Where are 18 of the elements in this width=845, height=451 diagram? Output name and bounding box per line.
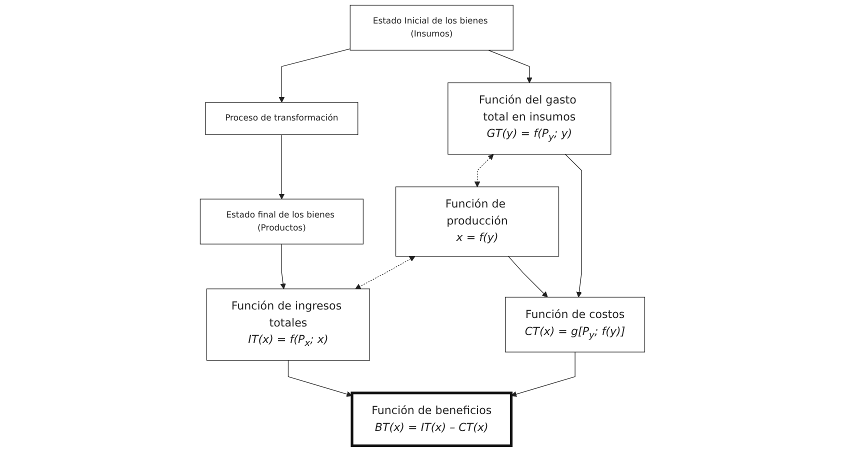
arrow [278, 48, 350, 103]
node-box: Estado Inicial de los bienes (Insumos) [350, 4, 514, 51]
node-box: Estado final de los bienes (Productos) [200, 198, 364, 244]
arrow [488, 50, 532, 84]
arrow [508, 256, 548, 298]
arrow [288, 360, 352, 397]
arrow [280, 244, 286, 290]
arrow [564, 154, 582, 298]
arrow [511, 352, 576, 397]
node-box: Función de ingresos totales IT(x) = f(P$_{x}$; x) [206, 288, 370, 361]
node-box: Función de costos CT(x) = g[P$_{y}$; f(y)] [505, 296, 646, 352]
arrow [474, 154, 494, 188]
arrow [278, 134, 285, 200]
arrow [355, 256, 416, 290]
node-box: Proceso de transformación [205, 102, 358, 135]
node-box: Función de beneficios BT(x) = IT(x) – CT(x) [350, 392, 513, 448]
node-box: Función del gasto total en insumos GT(y) = f(P$_{y}$; y) [448, 82, 612, 155]
node-box: Función de producción x = f(y) [395, 186, 560, 257]
